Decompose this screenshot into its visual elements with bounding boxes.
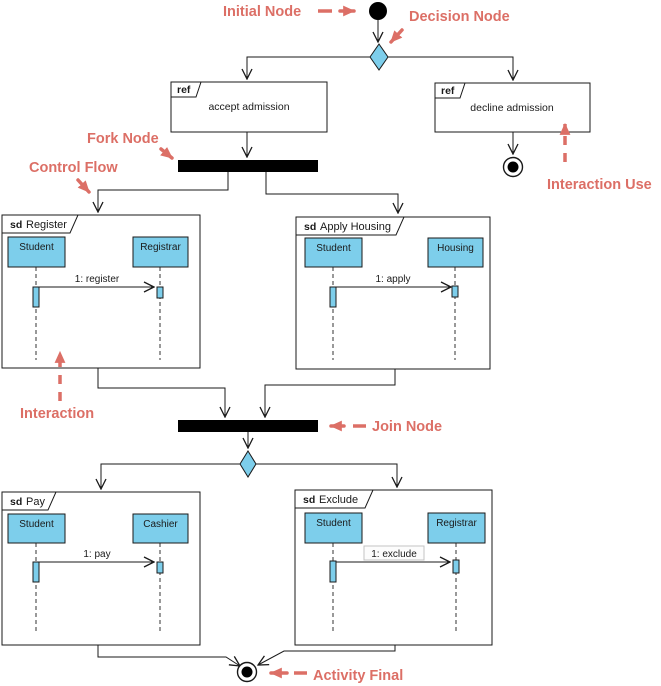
activation-bar (32, 286, 40, 308)
lifeline-head-student (304, 237, 363, 268)
decision-node-label: Decision Node (409, 9, 510, 25)
activation-bar (451, 285, 459, 298)
ref-keyword: ref (177, 84, 191, 96)
lifeline-head-student (7, 236, 66, 268)
sd-title: Pay (26, 496, 45, 508)
lifeline-label: Student (19, 242, 54, 253)
join-node-label: Join Node (372, 419, 442, 435)
initial-node-label: Initial Node (223, 4, 301, 20)
lifeline-label: Student (316, 518, 351, 529)
activation-bar (156, 286, 164, 299)
activation-bar (329, 286, 337, 308)
activation-bar (32, 561, 40, 583)
lifeline-head-housing (427, 237, 484, 268)
sd-title: Register (26, 219, 67, 231)
fork-node (178, 160, 318, 172)
lifeline-label: Registrar (140, 242, 181, 253)
lifeline-head-cashier (132, 513, 189, 544)
sd-title: Exclude (319, 494, 358, 506)
decision-node-arrow (389, 28, 404, 44)
lifeline-label: Student (316, 243, 351, 254)
sd-title: Apply Housing (320, 221, 391, 233)
control-flow-wires (98, 20, 513, 666)
message-label: 1: register (75, 274, 120, 285)
join-node (178, 420, 318, 432)
lifeline-head-student (7, 513, 66, 544)
control-flow-arrow (76, 178, 91, 194)
control-flow-label: Control Flow (29, 160, 118, 176)
sd-keyword: sd (10, 496, 22, 508)
sd-frame-pay: sd Pay Student Cashier 1: pay (1, 491, 201, 646)
fork-node-arrow (159, 146, 174, 160)
ref-accept-label: accept admission (208, 101, 289, 113)
sd-keyword: sd (303, 494, 315, 506)
interaction-use-label: Interaction Use (547, 177, 652, 193)
message-label: 1: exclude (371, 549, 417, 560)
ref-decline-label: decline admission (470, 102, 554, 114)
lifeline-head-student (304, 512, 363, 544)
final-node-top (502, 156, 524, 178)
ref-frame-decline-admission: ref decline admission (434, 82, 591, 133)
sd-frame-exclude: sd Exclude Student Registrar 1: exclude (294, 489, 493, 646)
interaction-label: Interaction (20, 406, 94, 422)
activation-bar (452, 559, 460, 574)
sd-keyword: sd (304, 221, 316, 233)
lifeline-label: Registrar (436, 518, 477, 529)
initial-node (369, 2, 387, 20)
lifeline-head-registrar (132, 236, 189, 268)
decision-node (369, 43, 389, 71)
sd-keyword: sd (10, 219, 22, 231)
lifeline-label: Student (19, 519, 54, 530)
sd-frame-apply-housing: sd Apply Housing Student Housing 1: appl… (295, 216, 491, 370)
lifeline-label: Housing (437, 243, 474, 254)
activity-final-label: Activity Final (313, 668, 403, 684)
message-label-box (363, 545, 425, 561)
activity-final-node (236, 661, 258, 683)
message-label: 1: pay (83, 549, 110, 560)
activation-bar (329, 560, 337, 583)
ref-keyword: ref (441, 85, 455, 97)
lifeline-label: Cashier (143, 519, 178, 530)
sd-frame-register: sd Register Student Registrar 1: registe… (1, 214, 201, 369)
merge-node (239, 450, 257, 478)
fork-node-label: Fork Node (87, 131, 159, 147)
lifeline-head-registrar (427, 512, 486, 544)
annotations: Initial Node Decision Node Fork Node Con… (20, 4, 652, 684)
message-label: 1: apply (375, 274, 410, 285)
ref-frame-accept-admission: ref accept admission (170, 81, 328, 133)
activation-bar (156, 561, 164, 574)
